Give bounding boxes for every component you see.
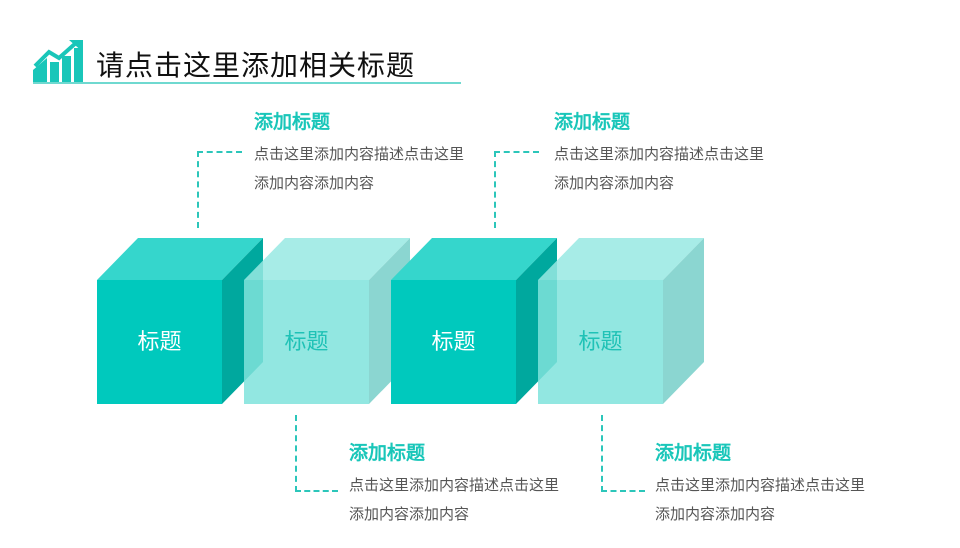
cube-front-face [97, 280, 222, 404]
cube-front-face [538, 280, 663, 404]
cube-3 [391, 238, 557, 404]
callout-bottom-2: 添加标题 点击这里添加内容描述点击这里 添加内容添加内容 [655, 441, 865, 529]
callout-desc-line1[interactable]: 点击这里添加内容描述点击这里 [254, 145, 465, 163]
cube-top-face [244, 238, 410, 280]
callout-desc-line2[interactable]: 添加内容添加内容 [349, 505, 470, 523]
page-title[interactable]: 请点击这里添加相关标题 [96, 49, 416, 82]
cube-label-2[interactable]: 标题 [284, 330, 329, 355]
callout-desc-line2[interactable]: 添加内容添加内容 [655, 505, 776, 523]
callout-heading[interactable]: 添加标题 [254, 111, 331, 133]
connector-bottom-1 [295, 415, 338, 492]
callout-bottom-1: 添加标题 点击这里添加内容描述点击这里 添加内容添加内容 [349, 441, 559, 529]
callout-desc-line1[interactable]: 点击这里添加内容描述点击这里 [349, 476, 560, 494]
cube-label-3[interactable]: 标题 [431, 330, 476, 355]
cube-side-face [663, 238, 704, 404]
callout-heading[interactable]: 添加标题 [655, 442, 732, 464]
cube-label-4[interactable]: 标题 [578, 330, 623, 355]
cube-1 [97, 238, 263, 404]
callout-heading[interactable]: 添加标题 [349, 442, 426, 464]
connector-top-2 [494, 151, 539, 228]
title-underline [33, 82, 461, 84]
cube-front-face [244, 280, 369, 404]
cube-2 [244, 238, 410, 404]
callout-desc-line2[interactable]: 添加内容添加内容 [254, 174, 375, 192]
callout-heading[interactable]: 添加标题 [554, 111, 631, 133]
cube-4 [538, 238, 704, 404]
cube-top-face [538, 238, 704, 280]
cube-front-face [391, 280, 516, 404]
callout-desc-line1[interactable]: 点击这里添加内容描述点击这里 [554, 145, 765, 163]
connector-top-1 [197, 151, 242, 228]
callout-desc-line1[interactable]: 点击这里添加内容描述点击这里 [655, 476, 866, 494]
cube-top-face [97, 238, 263, 280]
callout-top-1: 添加标题 点击这里添加内容描述点击这里 添加内容添加内容 [254, 110, 464, 198]
callout-top-2: 添加标题 点击这里添加内容描述点击这里 添加内容添加内容 [554, 110, 764, 198]
cube-top-face [391, 238, 557, 280]
connector-bottom-2 [601, 415, 645, 492]
callout-desc-line2[interactable]: 添加内容添加内容 [554, 174, 675, 192]
cube-label-1[interactable]: 标题 [137, 330, 182, 355]
